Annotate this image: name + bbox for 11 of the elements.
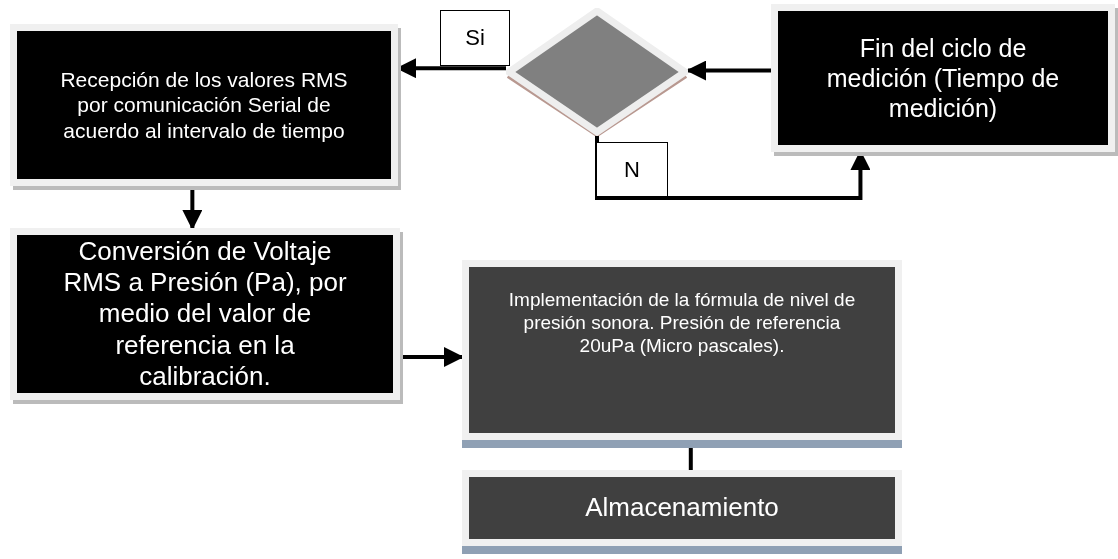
arrow bbox=[686, 60, 771, 81]
decision-diamond bbox=[506, 8, 688, 136]
box-text: Implementación de la fórmula de nivel de presión sonora. Presión de referencia 20uPa (Micro pascales). bbox=[507, 289, 857, 358]
edge-label: Si bbox=[440, 10, 510, 66]
box-text: Almacenamiento bbox=[585, 492, 779, 524]
box-text: Fin del ciclo de medición (Tiempo de medición) bbox=[825, 33, 1061, 123]
arrow bbox=[400, 347, 464, 367]
box-text: Conversión de Voltaje RMS a Presión (Pa), por medio del valor de referencia en la calibración. bbox=[62, 236, 348, 392]
edge-label: N bbox=[596, 142, 668, 197]
box-text: Recepción de los valores RMS por comunicación Serial de acuerdo al intervalo de tiempo bbox=[59, 67, 349, 143]
arrow bbox=[595, 136, 871, 200]
